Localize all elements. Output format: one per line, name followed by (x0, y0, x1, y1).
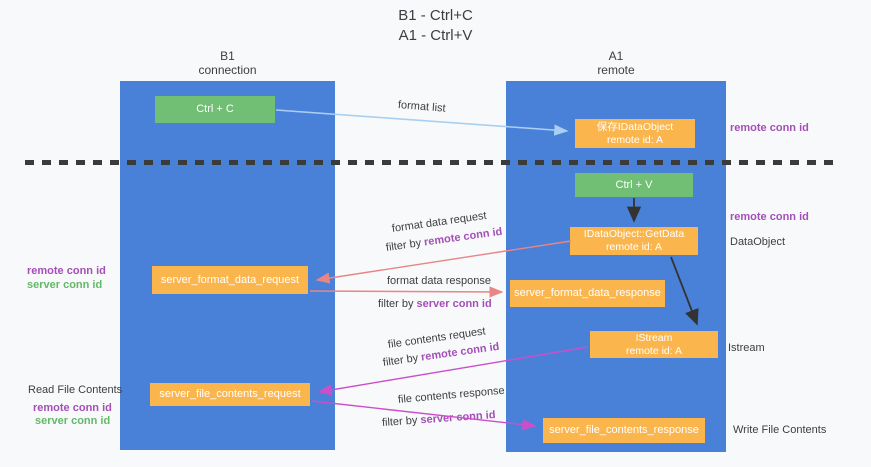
lane-header-b1: B1 connection (120, 49, 335, 77)
node-getdata-line2: remote id: A (605, 241, 663, 253)
filter-by-text: filter by (385, 236, 425, 254)
lane-b1-role: connection (198, 63, 257, 77)
edge-label-filter-server-1: filter by server conn id (378, 298, 492, 310)
edge-label-file-contents-response: file contents response (397, 384, 506, 406)
node-istream: IStream remote id: A (590, 331, 718, 358)
label-left-server-conn-id-1: server conn id (27, 279, 103, 291)
node-format-request-label: server_format_data_request (160, 273, 300, 286)
filter-by-text: filter by (382, 351, 422, 369)
edge-label-format-data-response: format data response (387, 275, 491, 287)
node-ctrl-v: Ctrl + V (575, 173, 693, 197)
lane-b1-name: B1 (220, 49, 235, 63)
filter-server-conn-id: server conn id (416, 298, 492, 310)
node-ctrl-v-label: Ctrl + V (615, 178, 653, 191)
label-left-remote-conn-id-2: remote conn id (33, 402, 112, 414)
label-istream: Istream (728, 342, 765, 354)
node-server-file-contents-response: server_file_contents_response (543, 418, 705, 443)
node-save-idataobject: 保存IDataObject remote id: A (575, 119, 695, 148)
title-line-1: B1 - Ctrl+C (398, 7, 473, 24)
lane-a1-role: remote (597, 63, 635, 77)
filter-remote-conn-id: remote conn id (423, 225, 504, 249)
node-idataobject-getdata: IDataObject::GetData remote id: A (570, 227, 698, 255)
edge-label-format-list: format list (397, 99, 447, 115)
node-getdata-line1: IDataObject::GetData (583, 228, 685, 240)
node-istream-line2: remote id: A (625, 344, 683, 357)
arrow-format-data-response (309, 286, 504, 298)
node-istream-line1: IStream (635, 331, 673, 344)
lane-a1-name: A1 (608, 49, 624, 63)
filter-by-text: filter by (378, 298, 417, 310)
node-ctrl-c-label: Ctrl + C (196, 103, 234, 115)
node-server-format-data-request: server_format_data_request (152, 266, 308, 294)
label-dataobject: DataObject (730, 236, 786, 248)
node-server-format-data-response: server_format_data_response (510, 280, 665, 307)
node-file-response-label: server_file_contents_response (549, 424, 699, 436)
label-left-server-conn-id-2: server conn id (35, 415, 111, 427)
title-line-2: A1 - Ctrl+V (398, 27, 473, 44)
filter-by-text: filter by (381, 414, 421, 429)
filter-server-conn-id: server conn id (420, 409, 496, 427)
node-ctrl-c: Ctrl + C (155, 96, 275, 123)
label-remote-conn-id-mid: remote conn id (730, 211, 809, 223)
node-server-file-contents-request: server_file_contents_request (150, 383, 310, 406)
node-save-idataobject-line2: remote id: A (606, 133, 664, 146)
label-read-file-contents: Read File Contents (28, 384, 123, 396)
node-file-request-label: server_file_contents_request (159, 388, 301, 400)
label-write-file-contents: Write File Contents (733, 424, 827, 436)
edge-label-filter-server-2: filter by server conn id (382, 409, 496, 429)
node-format-response-label: server_format_data_response (514, 287, 661, 299)
label-remote-conn-id-top: remote conn id (730, 122, 809, 134)
dashed-divider-line (25, 160, 835, 165)
diagram-title: B1 - Ctrl+C A1 - Ctrl+V (0, 6, 871, 46)
lane-header-a1: A1 remote (506, 49, 726, 77)
label-left-remote-conn-id-1: remote conn id (27, 265, 106, 277)
node-save-idataobject-line1: 保存IDataObject (596, 120, 674, 133)
